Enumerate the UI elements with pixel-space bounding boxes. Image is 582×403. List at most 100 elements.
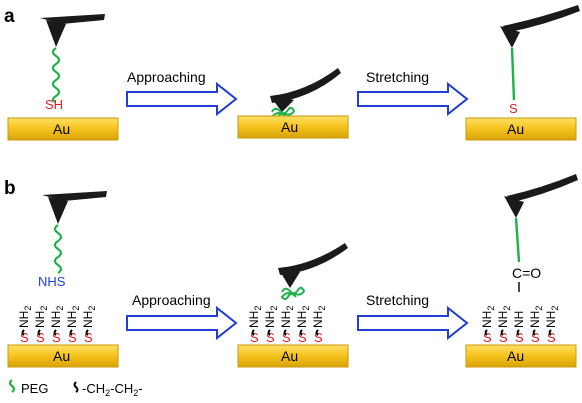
afm-tip [500, 26, 520, 48]
linker-segment [516, 329, 520, 336]
sulfur-label: S [298, 330, 307, 345]
sam-molecule: S NH [512, 311, 526, 345]
sulfur-label: S [84, 330, 93, 345]
sulfur-label: S [314, 330, 323, 345]
afm-tip [48, 197, 68, 224]
amine-label: NH2 [17, 306, 33, 328]
sulfur-label: S [499, 330, 508, 345]
cantilever-arm [42, 191, 107, 201]
linker-segment [548, 329, 552, 336]
sam-molecule: S NH2 [81, 306, 97, 345]
amine-label: NH2 [544, 306, 560, 328]
afm-tip [504, 196, 524, 218]
amine-label: NH2 [279, 306, 295, 328]
legend: PEG -CH2-CH2- [8, 379, 143, 398]
sulfur-label: S [36, 330, 45, 345]
amine-label: NH2 [247, 306, 263, 328]
gold-substrate [465, 117, 577, 141]
gold-substrate [7, 344, 119, 368]
afm-tip [270, 96, 294, 112]
substrate-label: Au [53, 348, 70, 364]
amine-label: NH2 [49, 306, 65, 328]
panel-a-step2: Au [237, 68, 349, 139]
arrow-shape [357, 305, 469, 341]
approach-label: Approaching [127, 69, 206, 85]
stretch-arrow-a: Stretching [357, 69, 469, 117]
panel-a-step1: SH Au [7, 14, 119, 141]
amine-label: NH2 [263, 306, 279, 328]
carbonyl-label: C=O [512, 265, 541, 281]
stretched-peg [510, 47, 516, 101]
amine-label: NH2 [528, 306, 544, 328]
approach-arrow-a: Approaching [126, 69, 238, 117]
arrow-shape [126, 305, 238, 341]
substrate-label: Au [53, 121, 70, 137]
sam-molecule: S NH2 [17, 306, 33, 345]
sam-molecule: S NH2 [33, 306, 49, 345]
cantilever-arm [270, 68, 341, 103]
sulfur-label: S [515, 330, 524, 345]
amide-label: NH [512, 311, 526, 328]
gold-substrate [465, 344, 577, 368]
sulfur-label: S [20, 330, 29, 345]
sam-molecule: S NH2 [295, 306, 311, 345]
amine-label: NH2 [81, 306, 97, 328]
cantilever-arm [503, 5, 580, 33]
linker-segment [251, 329, 255, 336]
gold-substrate [237, 115, 349, 139]
sulfur-label: S [52, 330, 61, 345]
linker-segment [283, 329, 287, 336]
afm-tip [46, 20, 66, 47]
gold-substrate [7, 117, 119, 141]
peg-legend-icon [8, 379, 16, 393]
linker-segment [267, 329, 271, 336]
amine-label: NH2 [311, 306, 327, 328]
cantilever-arm [507, 174, 578, 203]
substrate-label: Au [507, 348, 524, 364]
amine-label: NH2 [33, 306, 49, 328]
sam-molecule: S NH2 [263, 306, 279, 345]
linker-segment [500, 329, 504, 336]
gold-substrate [237, 344, 349, 368]
sam-molecule: S NH2 [496, 306, 512, 345]
approach-arrow-b: Approaching [126, 292, 238, 341]
peg-legend-label: PEG [21, 381, 48, 396]
substrate-label: Au [507, 121, 524, 137]
linker-legend-label: -CH2-CH2- [82, 381, 143, 398]
stretched-peg [514, 217, 521, 263]
linker-segment [21, 329, 25, 336]
peg-chain [53, 224, 63, 274]
amine-label: NH2 [295, 306, 311, 328]
sulfur-label: S [282, 330, 291, 345]
panel-a-step3: S Au [465, 5, 580, 141]
linker-segment [299, 329, 303, 336]
approach-label: Approaching [132, 292, 211, 308]
sam-molecule: S NH2 [49, 306, 65, 345]
stretch-label: Stretching [366, 292, 429, 308]
arrow-shape [126, 81, 238, 117]
sulfur-label: S [509, 101, 518, 116]
linker-segment [532, 329, 536, 336]
peg-chain [51, 47, 61, 104]
linker-segment [315, 329, 319, 336]
linker-legend-icon [73, 381, 79, 393]
panel-a-label: a [4, 6, 15, 27]
sam-molecule: S NH2 [311, 306, 327, 345]
amine-label: NH2 [496, 306, 512, 328]
afm-tip [278, 268, 300, 288]
nhs-label: NHS [38, 274, 66, 289]
sulfur-label: S [266, 330, 275, 345]
arrow-shape [357, 81, 469, 117]
amine-label: NH2 [65, 306, 81, 328]
